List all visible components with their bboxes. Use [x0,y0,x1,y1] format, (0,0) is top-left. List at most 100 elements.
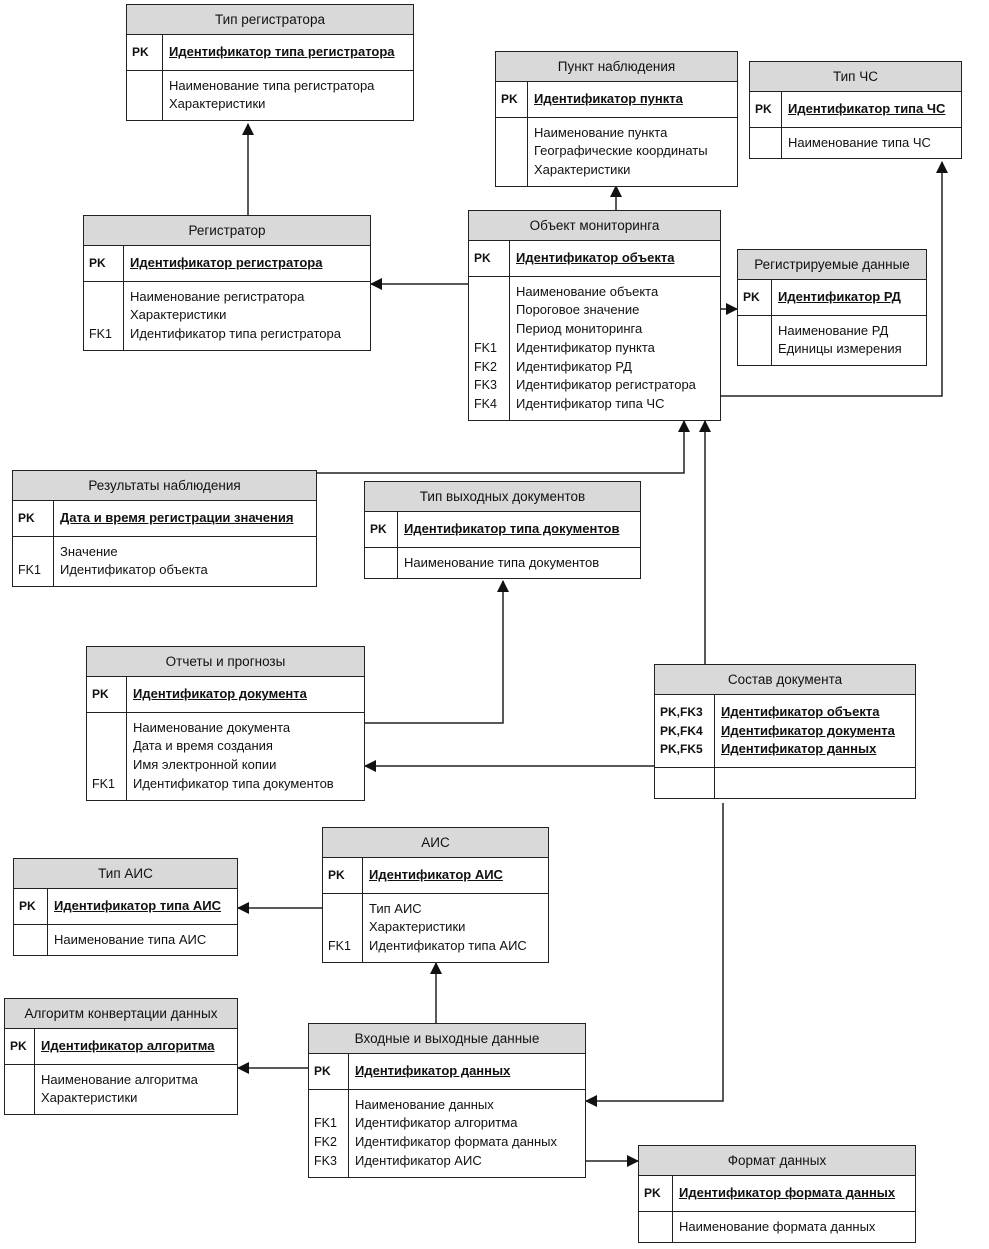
attribute-field: Идентификатор формата данных [355,1134,558,1150]
fk-label [743,322,771,341]
key-label: PK [644,1186,661,1200]
fk-label [19,931,47,950]
primary-key-field: Дата и время регистрации значения [60,510,294,525]
attribute-field: Идентификатор регистратора [516,377,696,393]
attribute-field: Значение [60,543,118,559]
key-names-column: Идентификатор пункта [528,82,737,117]
key-names-column: Идентификатор алгоритма [35,1029,237,1064]
relationship-sostav_dokumenta-to-vhodnye_vyhodnye [585,803,724,1107]
attribute-section [655,767,915,799]
primary-key-field: Идентификатор объекта [516,250,675,265]
entity-title: Пункт наблюдения [496,52,737,82]
entity-title: Формат данных [639,1146,915,1176]
entity-title: Тип ЧС [750,62,961,92]
key-labels-column: PK [750,92,782,127]
key-label: PK [18,511,35,525]
attribute-field: Наименование документа [133,719,291,735]
attribute-field: Идентификатор РД [516,358,632,374]
key-names-column: Идентификатор типа регистратора [163,35,413,70]
attribute-field: Характеристики [369,919,466,935]
attribute-field: Наименование типа регистратора [169,77,375,93]
key-labels-column: PK [496,82,528,117]
primary-key-field: Идентификатор типа регистратора [169,44,395,59]
fk-labels-column: FK1 [323,893,363,962]
attribute-names-column: Наименование формата данных [673,1212,915,1243]
primary-key-field: Идентификатор пункта [534,91,683,106]
fk-label: FK3 [474,378,497,393]
attribute-section: Наименование типа документов [365,547,640,579]
fk-label: FK2 [474,359,497,374]
fk-labels-column [750,127,782,159]
attribute-field: Наименование данных [355,1096,494,1112]
attribute-field: Наименование формата данных [679,1218,876,1234]
attribute-field: Наименование РД [778,322,889,338]
key-labels-column: PK [5,1029,35,1064]
key-labels-column: PK [309,1054,349,1089]
fk-label [92,756,126,775]
fk-label [89,306,123,325]
attribute-field: Идентификатор типа ЧС [516,396,665,412]
attribute-field: Идентификатор пункта [516,339,655,355]
primary-key-field: Идентификатор регистратора [130,255,323,270]
fk-label [10,1089,34,1108]
fk-label [474,320,509,339]
entity-title: Входные и выходные данные [309,1024,585,1054]
key-label: PK [89,256,106,270]
primary-key-field: Идентификатор данных [721,741,877,756]
key-label: PK [501,92,518,106]
fk-label [501,161,527,180]
key-label: PK [19,899,36,913]
key-labels-column: PK [639,1176,673,1211]
primary-key-field: Идентификатор объекта [721,704,880,719]
key-labels-column: PK [87,677,127,712]
attribute-field: Идентификатор типа регистратора [130,326,341,342]
primary-key-section: PK Дата и время регистрации значения [13,501,316,537]
fk-label [370,554,397,573]
entity-title: Тип АИС [14,859,237,889]
primary-key-field: Идентификатор данных [355,1063,511,1078]
key-label: PK [314,1064,331,1078]
key-label: PK,FK4 [660,723,703,738]
attribute-field: Характеристики [130,307,227,323]
attribute-field: Характеристики [534,162,631,178]
fk-label [132,77,162,96]
key-labels-column: PK [127,35,163,70]
key-names-column: Идентификатор РД [772,280,926,315]
key-label: PK,FK5 [660,742,703,756]
primary-key-field: Идентификатор АИС [369,867,503,882]
primary-key-field: Идентификатор РД [778,289,901,304]
attribute-names-column: Наименование типа ЧС [782,128,961,159]
attribute-field: Наименование типа документов [404,554,600,570]
fk-label [501,142,527,161]
relationship-rezultaty_nablyudeniya-to-obekt_monitoringa [317,420,690,474]
